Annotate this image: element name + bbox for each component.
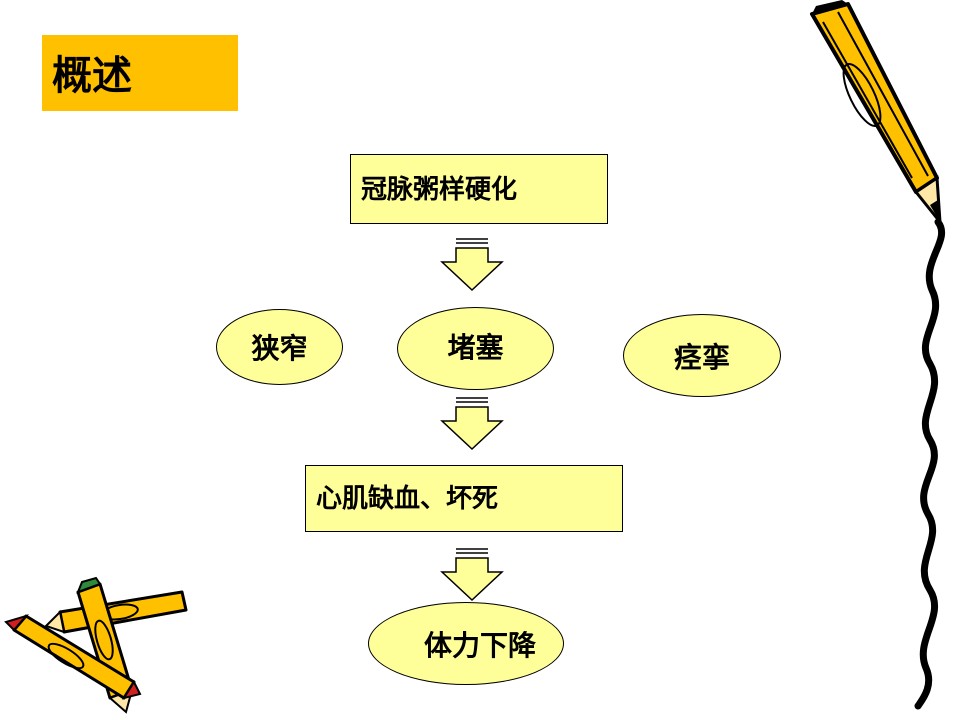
pencil-icon [4,614,142,700]
slide-title: 概述 [52,53,132,99]
node-reduced-stamina: 体力下降 [368,602,564,685]
node-atherosclerosis-label: 冠脉粥样硬化 [361,175,518,205]
node-spasm-label: 痉挛 [673,340,730,374]
pencil-icon [44,590,188,634]
node-stenosis: 狭窄 [216,309,343,385]
arrow-down-icon [440,397,504,451]
wavy-line [914,218,946,710]
node-stenosis-label: 狭窄 [251,332,308,365]
node-myocardial-ischemia-label: 心肌缺血、坏死 [316,484,499,514]
node-atherosclerosis: 冠脉粥样硬化 [350,154,608,224]
arrow-down-icon [440,548,504,602]
title-box: 概述 [42,35,238,111]
node-myocardial-ischemia: 心肌缺血、坏死 [305,465,623,532]
node-occlusion: 堵塞 [397,307,554,390]
node-spasm: 痉挛 [623,314,781,397]
node-occlusion-label: 堵塞 [447,331,504,364]
pencil-icon [810,0,942,227]
arrow-down-icon [440,238,504,292]
node-reduced-stamina-label: 体力下降 [423,628,536,662]
